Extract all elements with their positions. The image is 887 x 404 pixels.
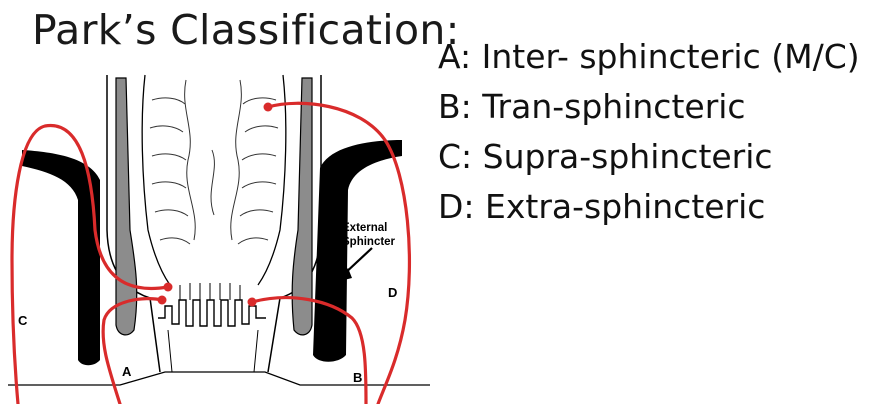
track-suprasphincteric — [10, 123, 170, 404]
anal-canal-right — [253, 329, 259, 373]
label-a: A — [122, 364, 132, 379]
annotation-external: External — [342, 222, 387, 234]
anal-columns — [179, 283, 241, 300]
skin-line — [8, 371, 430, 386]
mucosa-left — [141, 74, 171, 286]
external-sphincter-left — [22, 150, 100, 366]
label-d: D — [388, 285, 397, 300]
mucosa-right — [257, 74, 287, 286]
track-intersphincteric — [101, 297, 164, 404]
label-c: C — [18, 313, 28, 328]
anal-canal-left — [167, 329, 173, 373]
internal-sphincter-left — [115, 77, 138, 336]
fistula-tracks — [10, 101, 412, 404]
internal-openings — [157, 102, 273, 307]
legend-item-d: D: Extra-sphincteric — [438, 187, 766, 226]
legend-item-a: A: Inter- sphincteric (M/C) — [438, 37, 860, 76]
slide-title: Park’s Classification: — [32, 6, 460, 54]
track-transsphincteric — [250, 296, 368, 404]
annotation-sphincter: Sphincter — [342, 236, 396, 248]
classification-legend: A: Inter- sphincteric (M/C) B: Tran-sphi… — [438, 32, 860, 232]
label-b: B — [353, 370, 362, 385]
legend-item-c: C: Supra-sphincteric — [438, 137, 773, 176]
annotation-arrow-head — [336, 268, 352, 282]
track-extrasphincteric — [266, 101, 412, 404]
rectal-folds — [149, 79, 279, 245]
legend-item-b: B: Tran-sphincteric — [438, 87, 746, 126]
internal-sphincter-right — [291, 77, 313, 336]
anal-canal-fistula-diagram: External Sphincter A B C D — [8, 74, 430, 404]
